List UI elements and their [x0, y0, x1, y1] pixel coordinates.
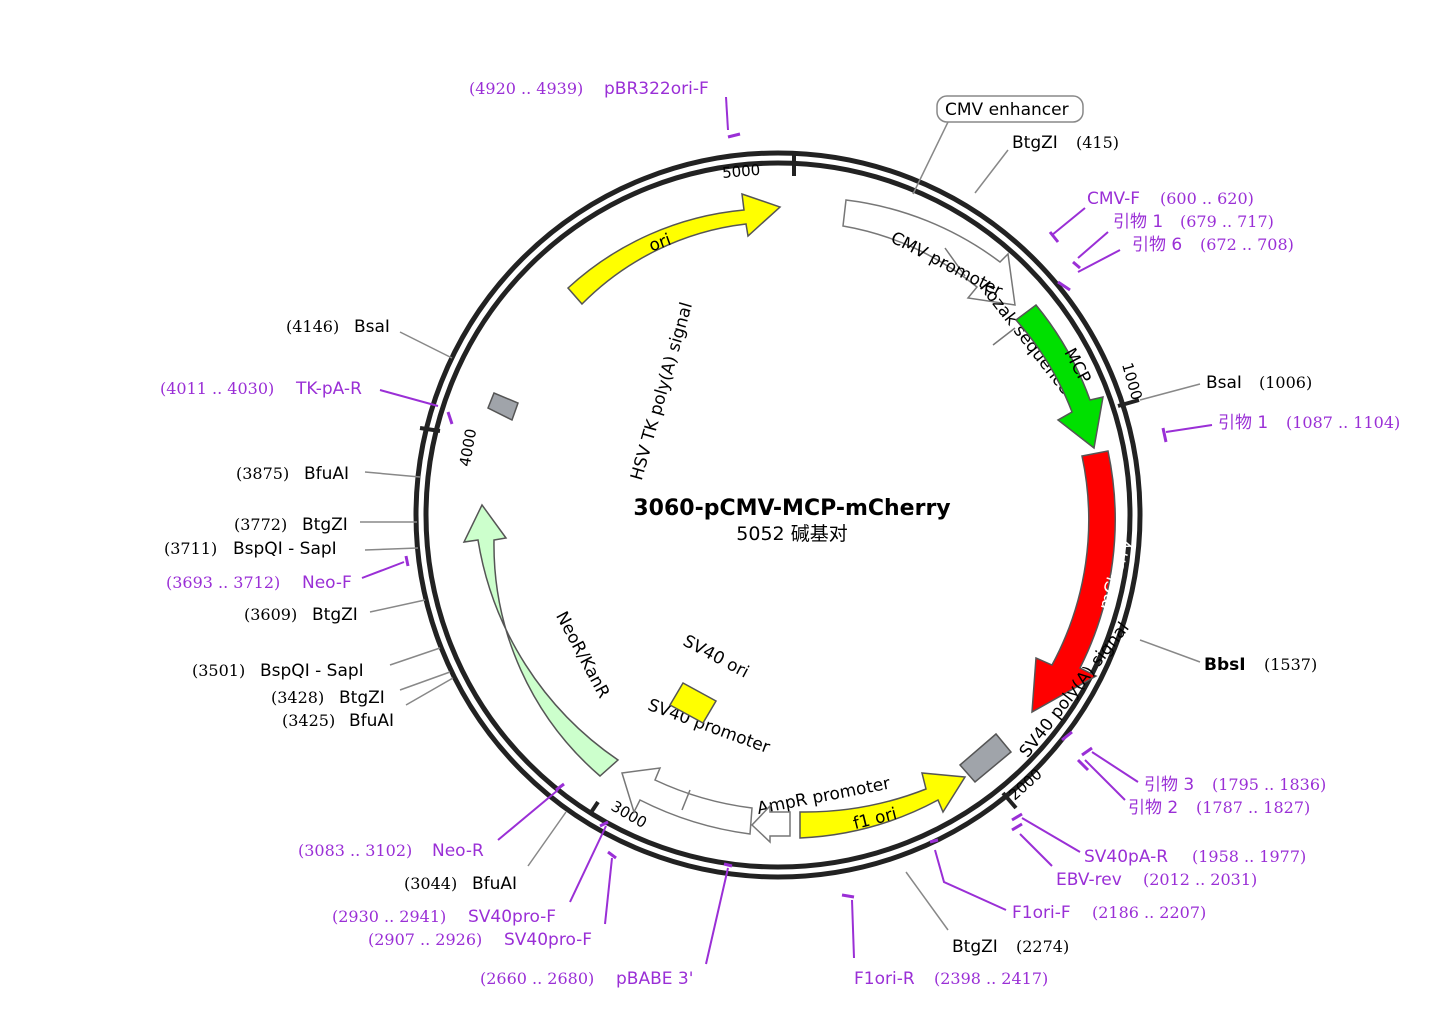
- site-btgzi-3428[interactable]: BtgZI: [339, 688, 385, 708]
- primer-ebv-rev[interactable]: EBV-rev: [1056, 870, 1122, 890]
- svg-text:(1006): (1006): [1259, 373, 1312, 392]
- primer-yinwu-1-b[interactable]: 引物 1: [1218, 413, 1268, 433]
- svg-text:(1795 .. 1836): (1795 .. 1836): [1212, 775, 1326, 794]
- svg-text:(1958 .. 1977): (1958 .. 1977): [1192, 847, 1306, 866]
- svg-text:(3772): (3772): [234, 515, 287, 534]
- tick-4000: [419, 426, 441, 433]
- primer-cmv-f[interactable]: CMV-F: [1087, 189, 1140, 209]
- f1-ori-arrow[interactable]: [799, 772, 967, 839]
- sv40-ori-box[interactable]: [668, 681, 718, 725]
- svg-text:(4920 .. 4939): (4920 .. 4939): [469, 79, 583, 98]
- cmv-enhancer-label: CMV enhancer: [945, 100, 1069, 120]
- svg-text:(3428): (3428): [271, 688, 324, 707]
- primer-yinwu-2[interactable]: 引物 2: [1128, 798, 1178, 818]
- site-bsai-4146[interactable]: BsaI: [354, 317, 390, 337]
- primer-tk-pa-r[interactable]: TK-pA-R: [295, 379, 362, 399]
- svg-text:(3501): (3501): [192, 661, 245, 680]
- svg-text:(3609): (3609): [244, 605, 297, 624]
- plasmid-size: 5052 碱基对: [736, 523, 847, 545]
- primer-sv40pro-f-2907[interactable]: SV40pro-F: [504, 930, 592, 950]
- site-btgzi-3609[interactable]: BtgZI: [312, 605, 358, 625]
- svg-text:(3875): (3875): [236, 464, 289, 483]
- svg-text:(679 .. 717): (679 .. 717): [1180, 212, 1274, 231]
- svg-text:(2274): (2274): [1016, 937, 1069, 956]
- mcp-arrow[interactable]: [1014, 303, 1104, 450]
- site-bspqi-sapi-3711[interactable]: BspQI - SapI: [233, 539, 337, 559]
- svg-text:(2186 .. 2207): (2186 .. 2207): [1092, 903, 1206, 922]
- site-bsai-1006[interactable]: BsaI: [1206, 373, 1242, 393]
- restriction-sites: [360, 149, 1201, 931]
- primer-f1ori-r[interactable]: F1ori-R: [854, 969, 915, 989]
- svg-text:(1787 .. 1827): (1787 .. 1827): [1196, 798, 1310, 817]
- neor-kanr-arrow[interactable]: [462, 503, 620, 777]
- svg-text:(3044): (3044): [404, 874, 457, 893]
- primer-f1ori-f[interactable]: F1ori-F: [1012, 903, 1071, 923]
- mcherry-arrow[interactable]: [1031, 450, 1116, 714]
- svg-text:(672 .. 708): (672 .. 708): [1200, 235, 1294, 254]
- svg-text:(1537): (1537): [1264, 655, 1317, 674]
- site-bfuai-3425[interactable]: BfuAI: [349, 711, 394, 731]
- svg-text:(3083 .. 3102): (3083 .. 3102): [298, 841, 412, 860]
- primer-yinwu-3[interactable]: 引物 3: [1144, 775, 1194, 795]
- svg-text:(2907 .. 2926): (2907 .. 2926): [368, 930, 482, 949]
- svg-text:(415): (415): [1076, 133, 1119, 152]
- svg-text:(3693 .. 3712): (3693 .. 3712): [166, 573, 280, 592]
- backbone: [413, 150, 1143, 880]
- neor-kanr-label: NeoR/KanR: [551, 608, 613, 701]
- primer-sv40pro-f-2930[interactable]: SV40pro-F: [468, 907, 556, 927]
- svg-text:(2930 .. 2941): (2930 .. 2941): [332, 907, 446, 926]
- primer-neo-f[interactable]: Neo-F: [302, 573, 352, 593]
- tick-2000: [1001, 791, 1018, 810]
- primer-yinwu-6[interactable]: 引物 6: [1132, 235, 1182, 255]
- site-labels: BtgZI (415) BsaI (1006) BbsI (1537) BtgZ…: [164, 133, 1317, 957]
- site-bfuai-3875[interactable]: BfuAI: [304, 464, 349, 484]
- primer-pbr322ori-f[interactable]: pBR322ori-F: [604, 79, 709, 99]
- site-bfuai-3044[interactable]: BfuAI: [472, 874, 517, 894]
- ampr-promoter-arrow[interactable]: [750, 804, 791, 844]
- ori-arrow[interactable]: [566, 192, 782, 306]
- site-btgzi-3772[interactable]: BtgZI: [302, 515, 348, 535]
- hsv-tk-polya-label: HSV TK poly(A) signal: [627, 300, 697, 482]
- plasmid-name: 3060-pCMV-MCP-mCherry: [633, 496, 950, 521]
- svg-text:(3425): (3425): [282, 711, 335, 730]
- svg-text:(2660 .. 2680): (2660 .. 2680): [480, 969, 594, 988]
- site-btgzi-415[interactable]: BtgZI: [1012, 133, 1058, 153]
- primer-lines: [361, 96, 1213, 965]
- primer-labels: (4920 .. 4939) pBR322ori-F CMV-F (600 ..…: [160, 79, 1400, 989]
- svg-text:(1087 .. 1104): (1087 .. 1104): [1286, 413, 1400, 432]
- tick-3000: [588, 800, 600, 816]
- svg-text:(4146): (4146): [286, 317, 339, 336]
- site-bspqi-sapi-3501[interactable]: BspQI - SapI: [260, 661, 364, 681]
- tick-label-5000: 5000: [721, 161, 761, 182]
- hsv-tk-polya-box[interactable]: [487, 392, 519, 422]
- sv40-ori-label: SV40 ori: [680, 631, 753, 682]
- site-bbsi-1537[interactable]: BbsI: [1204, 655, 1246, 675]
- svg-text:(600 .. 620): (600 .. 620): [1160, 189, 1254, 208]
- svg-text:(3711): (3711): [164, 539, 217, 558]
- tick-label-4000: 4000: [456, 427, 480, 468]
- cmv-enhancer-callout: CMV enhancer: [912, 95, 1084, 195]
- svg-text:(4011 .. 4030): (4011 .. 4030): [160, 379, 274, 398]
- primer-yinwu-1-a[interactable]: 引物 1: [1113, 212, 1163, 232]
- primer-sv40pa-r[interactable]: SV40pA-R: [1084, 847, 1168, 867]
- svg-text:(2012 .. 2031): (2012 .. 2031): [1143, 870, 1257, 889]
- primer-neo-r[interactable]: Neo-R: [432, 841, 484, 861]
- tick-label-2000: 2000: [1005, 765, 1045, 804]
- primer-pbabe-3[interactable]: pBABE 3': [616, 969, 693, 989]
- sv40-polya-box[interactable]: [958, 732, 1013, 784]
- svg-text:(2398 .. 2417): (2398 .. 2417): [934, 969, 1048, 988]
- cmv-promoter-arrow[interactable]: [842, 199, 1016, 306]
- sv40-promoter-arrow[interactable]: [621, 767, 753, 835]
- tick-1000: [1117, 398, 1140, 408]
- site-btgzi-2274[interactable]: BtgZI: [952, 937, 998, 957]
